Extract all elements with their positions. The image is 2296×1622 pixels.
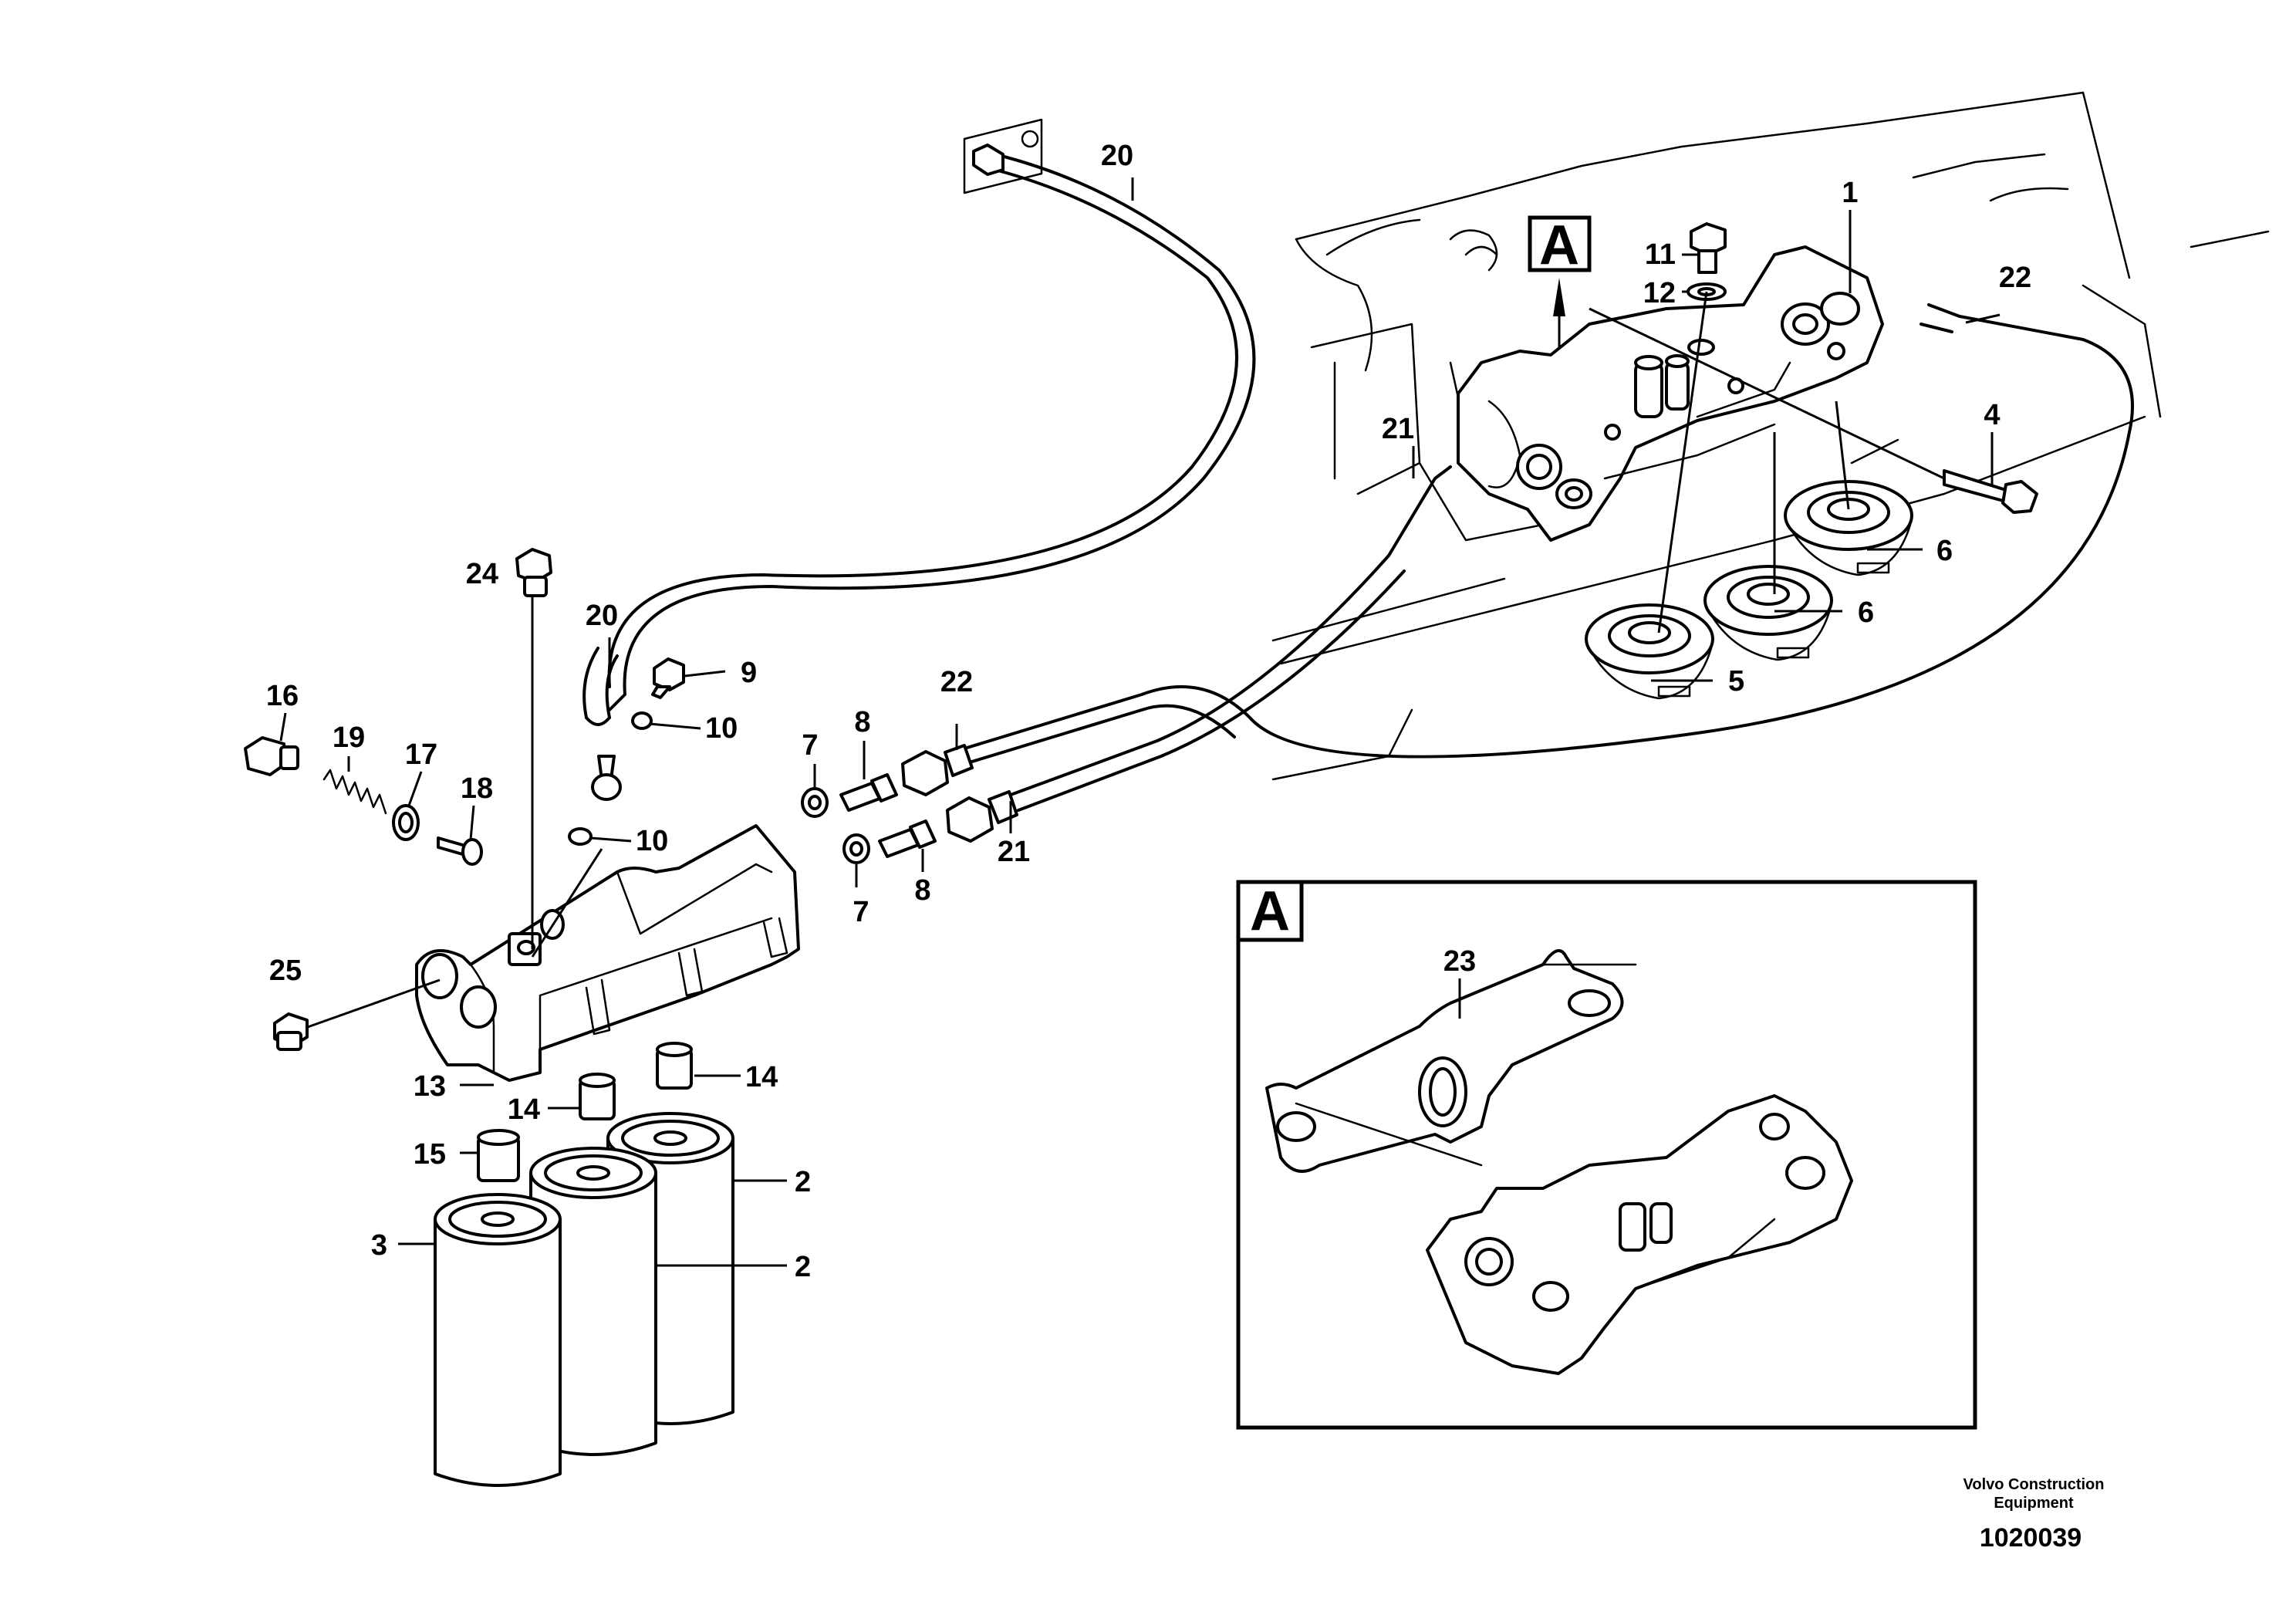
plug-16 bbox=[244, 736, 299, 776]
plug-24 bbox=[515, 548, 552, 597]
svg-text:A: A bbox=[1250, 880, 1290, 942]
callout-9: 9 bbox=[741, 657, 757, 689]
callout-4: 4 bbox=[1984, 399, 2000, 431]
spacer-14-left bbox=[579, 1073, 616, 1120]
fitting-20-end bbox=[591, 755, 622, 801]
plug-9 bbox=[651, 657, 685, 699]
callout-6-upper: 6 bbox=[1936, 535, 1953, 567]
callout-25: 25 bbox=[269, 955, 302, 987]
spacer-15 bbox=[477, 1129, 520, 1182]
oil-filter-2-middle bbox=[529, 1147, 657, 1456]
o-ring-17 bbox=[392, 804, 420, 841]
pipe-20-top-fitting bbox=[963, 118, 1043, 194]
callout-19: 19 bbox=[333, 721, 365, 754]
adapter-8-upper bbox=[839, 773, 898, 812]
washer-7-upper bbox=[801, 787, 829, 818]
oil-filter-bracket bbox=[1457, 245, 1884, 542]
callout-14-right: 14 bbox=[745, 1061, 778, 1093]
engine-block-outline bbox=[1271, 91, 2270, 781]
callout-24: 24 bbox=[466, 558, 498, 590]
callout-17: 17 bbox=[405, 738, 437, 771]
callout-21-top: 21 bbox=[1382, 413, 1414, 445]
callout-20-top: 20 bbox=[1101, 140, 1133, 172]
detail-a-inset bbox=[1236, 880, 1977, 1430]
detail-marker-inset: A bbox=[1236, 880, 1304, 942]
plug-25 bbox=[273, 1012, 309, 1051]
callout-6-lower: 6 bbox=[1858, 596, 1874, 629]
callout-10-lower: 10 bbox=[636, 825, 668, 857]
filter-seal-6-upper bbox=[1784, 480, 1913, 576]
callout-20-left: 20 bbox=[586, 600, 618, 632]
pipe-20-lower bbox=[582, 647, 619, 726]
callout-13: 13 bbox=[414, 1070, 446, 1103]
footer: Volvo Construction Equipment 1020039 bbox=[1963, 1476, 2105, 1553]
nut-22 bbox=[901, 744, 974, 796]
spacer-14-right bbox=[656, 1042, 693, 1090]
callout-15: 15 bbox=[414, 1138, 446, 1171]
callout-labels: 1 22 4 5 6 6 11 12 21 20 20 9 10 10 7 8 … bbox=[266, 140, 2031, 1283]
callout-10-upper: 10 bbox=[705, 712, 738, 745]
company-name-line1: Volvo Construction bbox=[1963, 1476, 2105, 1493]
callout-12: 12 bbox=[1643, 277, 1676, 309]
callout-23: 23 bbox=[1443, 945, 1476, 978]
callout-16: 16 bbox=[266, 680, 299, 712]
pipe-22 bbox=[963, 303, 2134, 765]
filter-seal-6-lower bbox=[1703, 565, 1833, 661]
washer-7-lower bbox=[842, 833, 870, 864]
callout-2-upper: 2 bbox=[795, 1166, 811, 1198]
oil-filter-3 bbox=[434, 1193, 562, 1487]
washer-10-upper bbox=[631, 711, 653, 730]
callout-14-left: 14 bbox=[508, 1093, 540, 1126]
plug-11 bbox=[1690, 222, 1727, 274]
detail-marker-main: A bbox=[1528, 215, 1592, 347]
callout-7-lower: 7 bbox=[853, 896, 869, 928]
spring-19 bbox=[322, 769, 387, 815]
callout-5: 5 bbox=[1728, 665, 1744, 698]
callout-11: 11 bbox=[1645, 238, 1676, 271]
pipe-21 bbox=[1009, 465, 1452, 812]
callout-18: 18 bbox=[461, 772, 493, 805]
svg-text:A: A bbox=[1539, 215, 1579, 276]
company-name-line2: Equipment bbox=[1994, 1495, 2074, 1512]
filter-seal-5 bbox=[1585, 603, 1714, 700]
adapter-8-lower bbox=[878, 819, 937, 858]
leader-lines bbox=[279, 177, 2001, 1267]
pipe-20-upper bbox=[607, 153, 1256, 711]
callout-8-upper: 8 bbox=[854, 706, 870, 738]
callout-7-upper: 7 bbox=[802, 729, 818, 762]
callout-3: 3 bbox=[371, 1229, 387, 1262]
callout-1: 1 bbox=[1842, 177, 1858, 209]
callout-22-left: 22 bbox=[940, 666, 973, 698]
callout-2-lower: 2 bbox=[795, 1251, 811, 1283]
callout-22-top: 22 bbox=[1999, 262, 2031, 294]
bolt-4 bbox=[1943, 469, 2038, 514]
callout-21-left: 21 bbox=[998, 836, 1030, 868]
drawing-number: 1020039 bbox=[1980, 1523, 2082, 1553]
callout-8-lower: 8 bbox=[914, 874, 930, 907]
nut-21 bbox=[946, 790, 1018, 843]
washer-10-lower bbox=[568, 827, 593, 846]
piston-18 bbox=[437, 836, 483, 866]
